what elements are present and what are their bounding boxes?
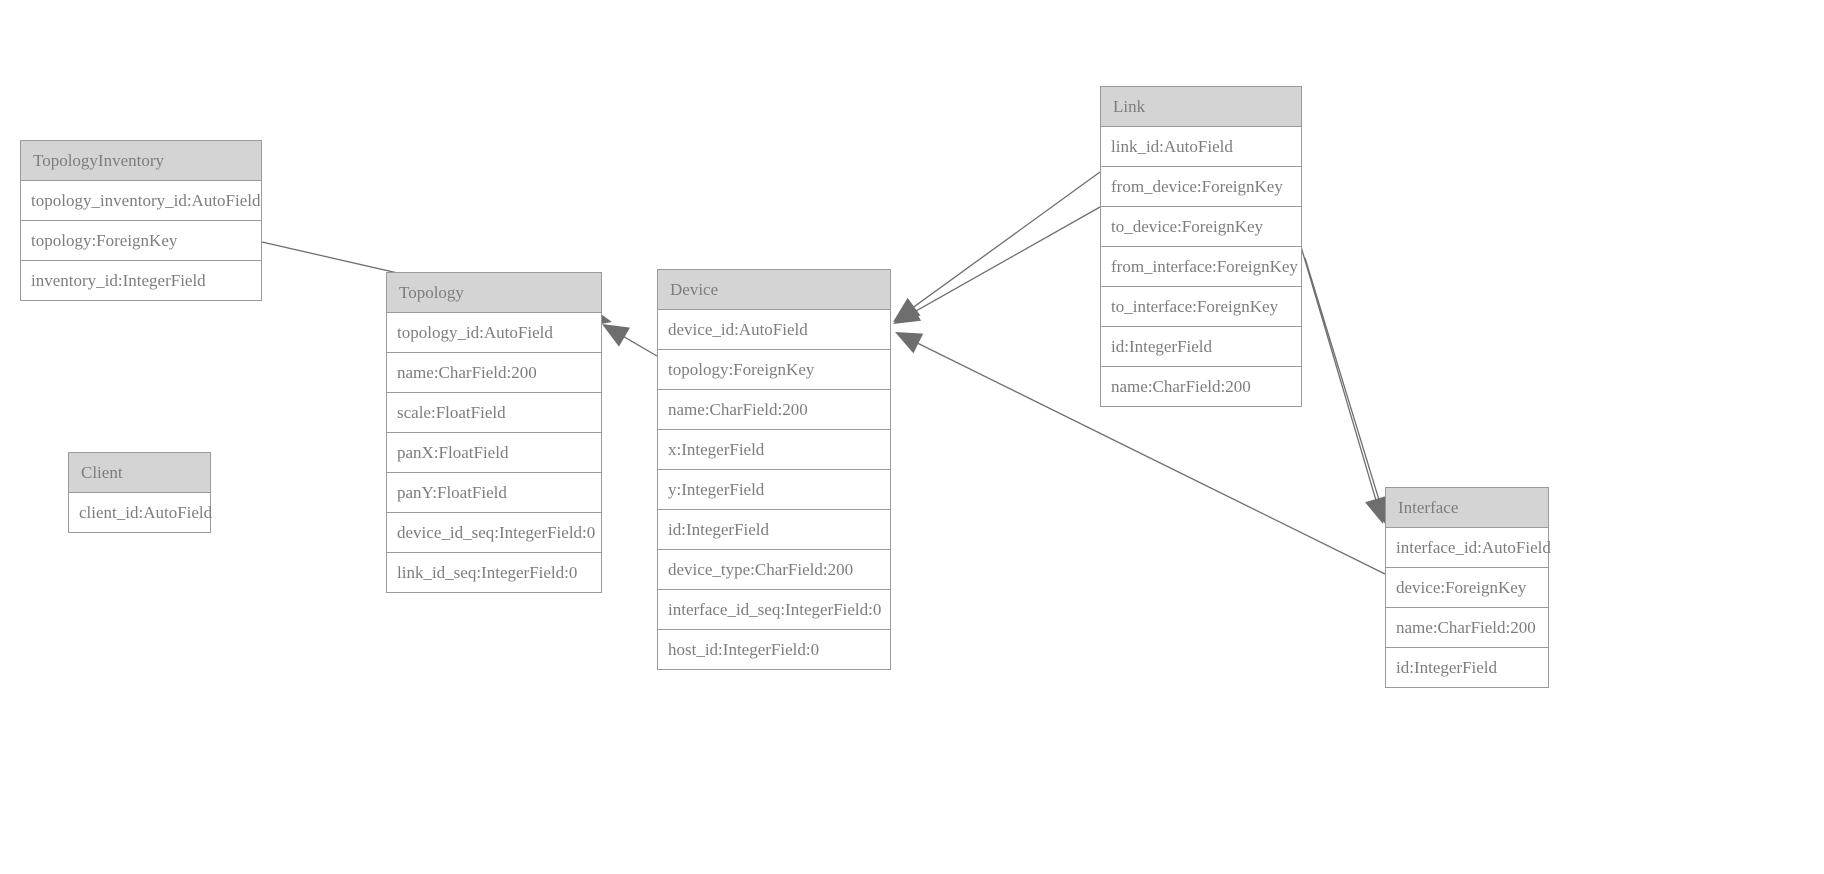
entity-title-interface: Interface [1386,488,1548,528]
entity-title-client: Client [69,453,210,493]
entity-field-row[interactable]: link_id:AutoField [1101,127,1301,167]
entity-field-row[interactable]: device_id_seq:IntegerField:0 [387,513,601,553]
relationship-link-from-device-to-device [893,171,1101,322]
entity-field-row[interactable]: host_id:IntegerField:0 [658,630,890,669]
entity-field-row[interactable]: interface_id:AutoField [1386,528,1551,568]
entity-field-row[interactable]: client_id:AutoField [69,493,212,532]
entity-field-row[interactable]: id:IntegerField [1386,648,1548,687]
entity-field-row[interactable]: from_device:ForeignKey [1101,167,1301,207]
relationship-link-to-interface-to-interface [1304,257,1390,526]
arrowhead-icon [1365,495,1387,524]
entity-title-topology: Topology [387,273,601,313]
entity-field-row[interactable]: name:CharField:200 [1101,367,1301,406]
entity-field-row[interactable]: scale:FloatField [387,393,601,433]
relationship-line [913,206,1101,313]
entity-field-row[interactable]: interface_id_seq:IntegerField:0 [658,590,890,630]
entity-title-link: Link [1101,87,1301,127]
entity-field-row[interactable]: to_device:ForeignKey [1101,207,1301,247]
entity-field-row[interactable]: name:CharField:200 [387,353,601,393]
relationship-link-to-device-to-device [893,206,1101,324]
relationship-link-from-interface-to-interface [1298,239,1387,524]
entity-field-row[interactable]: to_interface:ForeignKey [1101,287,1301,327]
entity-field-row[interactable]: from_interface:ForeignKey [1101,247,1301,287]
relationship-line [912,171,1101,309]
arrowhead-icon [893,301,922,324]
entity-field-row[interactable]: topology:ForeignKey [658,350,890,390]
arrowhead-icon [893,297,921,322]
entity-field-row[interactable]: link_id_seq:IntegerField:0 [387,553,601,592]
entity-field-row[interactable]: x:IntegerField [658,430,890,470]
entity-field-row[interactable]: topology_id:AutoField [387,313,601,353]
entity-field-row[interactable]: inventory_id:IntegerField [21,261,261,300]
arrowhead-icon [895,332,924,354]
entity-field-row[interactable]: topology_inventory_id:AutoField [21,181,261,221]
relationship-device-to-topology [602,324,658,357]
entity-title-device: Device [658,270,890,310]
entity-field-row[interactable]: y:IntegerField [658,470,890,510]
entity-field-row[interactable]: id:IntegerField [658,510,890,550]
entity-field-row[interactable]: device_type:CharField:200 [658,550,890,590]
entity-field-row[interactable]: panY:FloatField [387,473,601,513]
entity-field-row[interactable]: id:IntegerField [1101,327,1301,367]
entity-title-topology_inventory: TopologyInventory [21,141,261,181]
entity-field-row[interactable]: device_id:AutoField [658,310,890,350]
relationship-line [1298,239,1377,502]
relationship-line [1304,257,1381,504]
relationship-line [622,335,658,357]
entity-field-row[interactable]: name:CharField:200 [1386,608,1548,648]
entity-field-row[interactable]: topology:ForeignKey [21,221,261,261]
entity-field-row[interactable]: panX:FloatField [387,433,601,473]
entity-field-row[interactable]: name:CharField:200 [658,390,890,430]
entity-field-row[interactable]: device:ForeignKey [1386,568,1548,608]
arrowhead-icon [602,324,631,347]
